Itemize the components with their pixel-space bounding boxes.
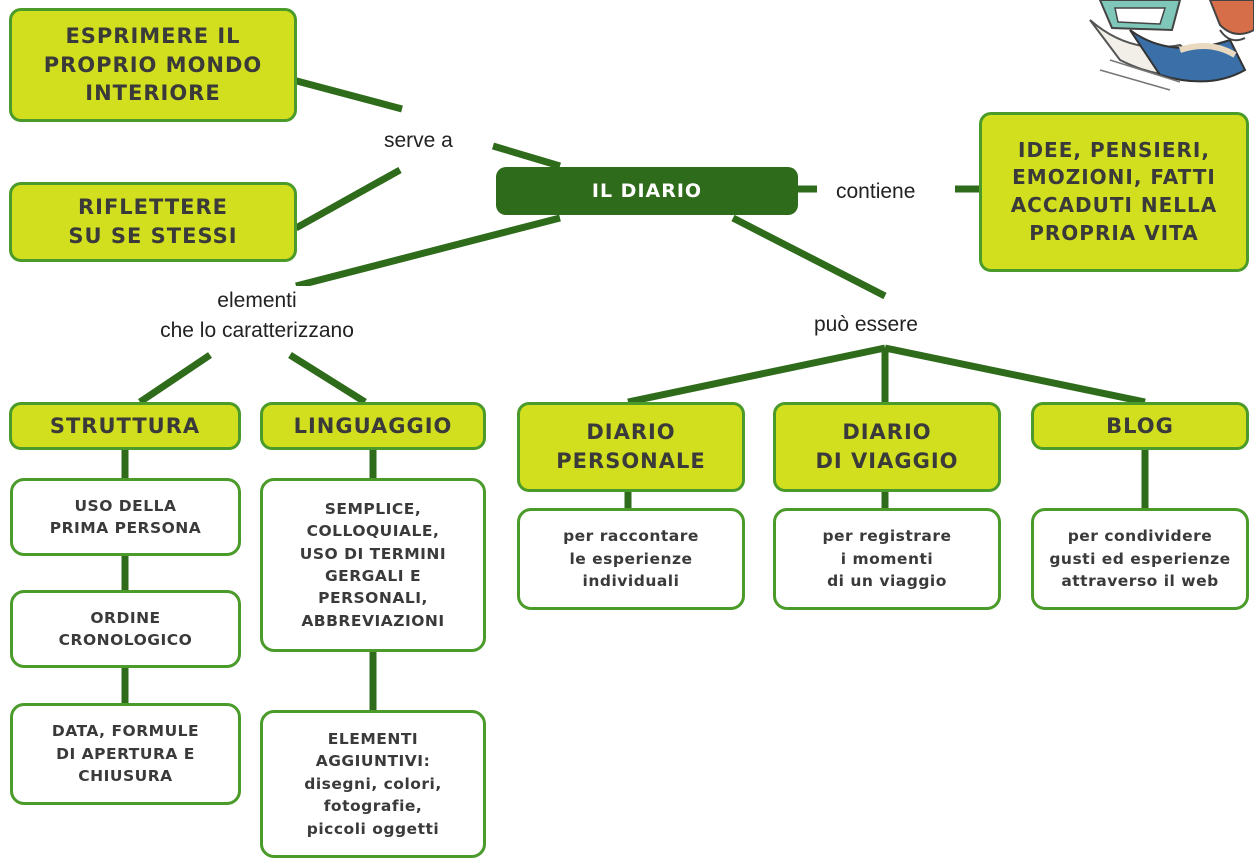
contents-box: IDEE, PENSIERI, EMOZIONI, FATTI ACCADUTI…	[979, 112, 1249, 272]
type-desc-viaggio: per registrare i momenti di un viaggio	[773, 508, 1001, 610]
struttura-item: DATA, FORMULE DI APERTURA E CHIUSURA	[10, 703, 241, 805]
center-node: IL DIARIO	[496, 167, 798, 215]
type-box-viaggio: DIARIO DI VIAGGIO	[773, 402, 1001, 492]
link-label-contiene: contiene	[832, 177, 920, 208]
link-label-puo-essere: può essere	[810, 310, 922, 341]
struttura-item: ORDINE CRONOLOGICO	[10, 590, 241, 668]
struttura-item: USO DELLA PRIMA PERSONA	[10, 478, 241, 556]
type-desc-blog: per condividere gusti ed esperienze attr…	[1031, 508, 1249, 610]
purpose-box-reflect: RIFLETTERE SU SE STESSI	[9, 182, 297, 262]
type-box-blog: BLOG	[1031, 402, 1249, 450]
purpose-box-express: ESPRIMERE IL PROPRIO MONDO INTERIORE	[9, 8, 297, 122]
person-reading-illustration	[1089, 0, 1254, 91]
linguaggio-box: LINGUAGGIO	[260, 402, 486, 450]
struttura-box: STRUTTURA	[9, 402, 241, 450]
type-box-personale: DIARIO PERSONALE	[517, 402, 745, 492]
link-label-elementi: elementi che lo caratterizzano	[128, 286, 386, 347]
type-desc-personale: per raccontare le esperienze individuali	[517, 508, 745, 610]
linguaggio-item: SEMPLICE, COLLOQUIALE, USO DI TERMINI GE…	[260, 478, 486, 652]
linguaggio-item: ELEMENTI AGGIUNTIVI: disegni, colori, fo…	[260, 710, 486, 858]
link-label-serve-a: serve a	[380, 126, 457, 157]
